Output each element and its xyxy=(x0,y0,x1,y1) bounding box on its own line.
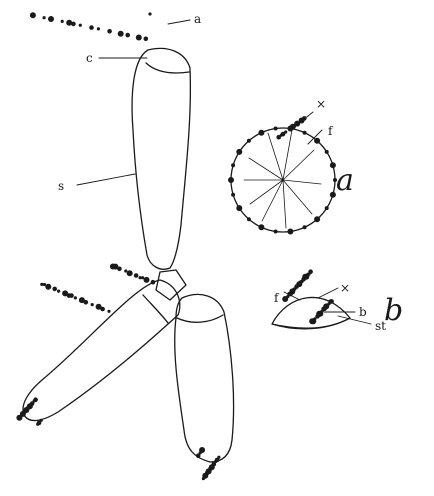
lower-right-segment xyxy=(175,294,234,462)
label-cap: c xyxy=(86,51,93,65)
label-f-b: f xyxy=(274,291,280,305)
dots xyxy=(16,12,337,480)
detail-a-sphere xyxy=(231,128,335,232)
lower-left-segment xyxy=(23,280,180,421)
label-segment: s xyxy=(58,179,64,193)
detail-b-dome xyxy=(272,297,350,328)
pointer-lines xyxy=(77,20,371,324)
cap-line xyxy=(146,63,189,73)
label-x-a: × xyxy=(316,97,326,111)
cap-line xyxy=(143,295,168,323)
label-detail-a: a xyxy=(336,163,354,198)
label-x-b: × xyxy=(340,281,350,295)
label-detail-b: b xyxy=(384,293,403,328)
cap-line xyxy=(177,315,223,322)
label-f-a: f xyxy=(328,124,334,138)
upper-segment xyxy=(132,48,190,269)
label-b-small: b xyxy=(359,305,367,319)
label-st: st xyxy=(375,319,386,333)
label-top-tuft: a xyxy=(194,12,201,26)
